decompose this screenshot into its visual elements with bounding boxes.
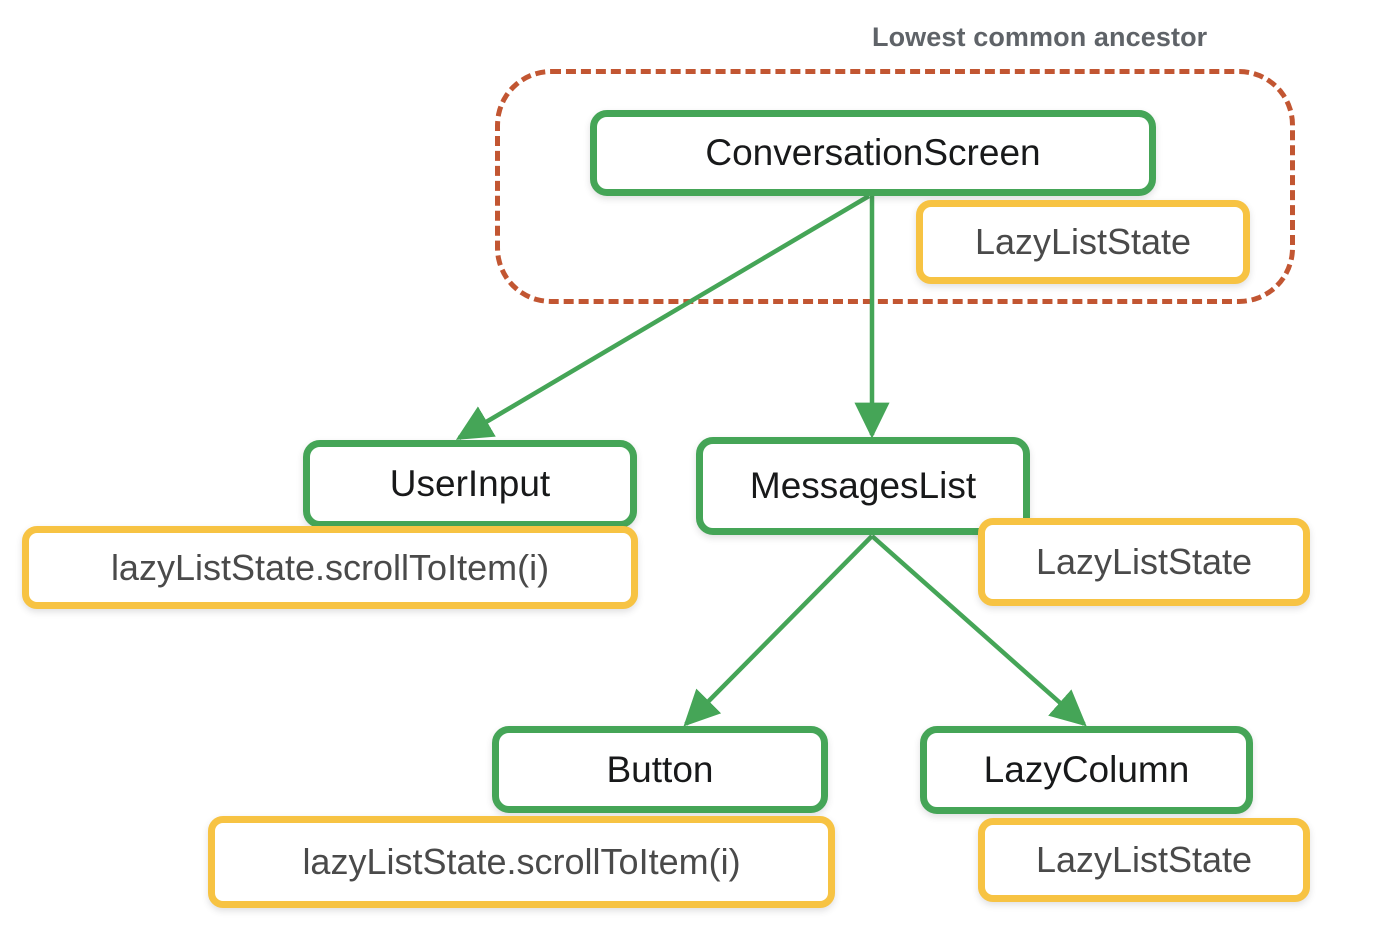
lowest-common-ancestor-region (495, 69, 1295, 304)
node-label: MessagesList (749, 465, 977, 506)
node-scroll-to-item-button[interactable]: lazyListState.scrollToItem(i) (208, 816, 835, 908)
node-label: UserInput (389, 463, 551, 504)
node-lazy-list-state-messages[interactable]: LazyListState (978, 518, 1310, 606)
node-label: LazyListState (974, 221, 1192, 262)
node-conversation-screen[interactable]: ConversationScreen (590, 110, 1156, 196)
node-lazy-column[interactable]: LazyColumn (920, 726, 1253, 814)
edge-messages-list-to-button (683, 534, 874, 727)
node-label: ConversationScreen (705, 132, 1041, 173)
node-label: LazyListState (1035, 839, 1253, 880)
node-user-input[interactable]: UserInput (303, 440, 637, 528)
node-label: lazyListState.scrollToItem(i) (302, 841, 741, 882)
node-label: LazyListState (1035, 541, 1253, 582)
lowest-common-ancestor-label: Lowest common ancestor (872, 22, 1208, 52)
node-lazy-list-state-lazy-column[interactable]: LazyListState (978, 818, 1310, 902)
node-label: LazyColumn (983, 749, 1190, 790)
node-messages-list[interactable]: MessagesList (696, 437, 1030, 535)
node-button[interactable]: Button (492, 726, 828, 813)
node-scroll-to-item-user-input[interactable]: lazyListState.scrollToItem(i) (22, 526, 638, 609)
node-lazy-list-state-root[interactable]: LazyListState (916, 200, 1250, 284)
node-label: Button (606, 748, 714, 790)
node-label: lazyListState.scrollToItem(i) (110, 546, 550, 588)
